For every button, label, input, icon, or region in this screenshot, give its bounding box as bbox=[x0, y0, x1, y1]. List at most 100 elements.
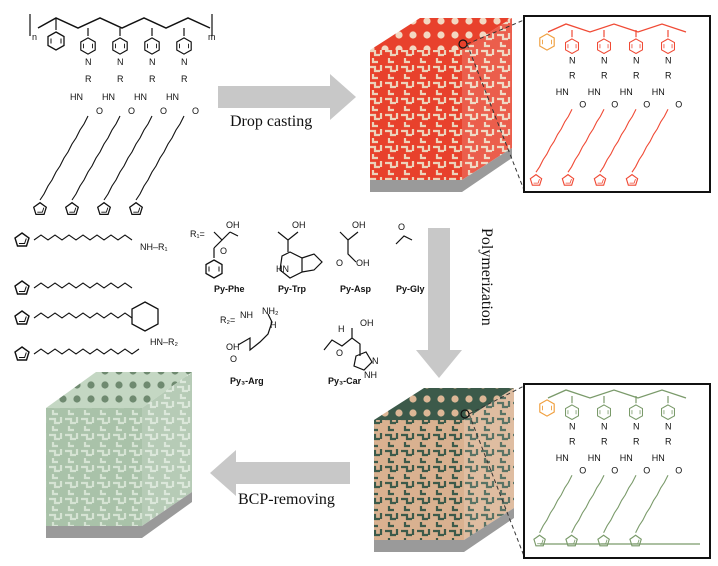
green-pendant-2-o: O bbox=[643, 465, 650, 475]
o-arg: O bbox=[230, 354, 237, 364]
red-pendant-2-o: O bbox=[643, 99, 650, 109]
black-pendant-1-o: O bbox=[128, 106, 135, 116]
green-pendant-2-hn: HN bbox=[620, 453, 633, 463]
red-pendant-2-n: N bbox=[633, 55, 640, 65]
oh-car: OH bbox=[360, 318, 374, 328]
monomer-chain-1-pyrrole bbox=[14, 232, 30, 247]
zoom-lines-bottom bbox=[468, 385, 525, 557]
red-pendant-1-n: N bbox=[601, 55, 608, 65]
green-pendant-0-r: R bbox=[569, 437, 576, 447]
black-pendant-3-r: R bbox=[181, 74, 188, 84]
red-pendant-2-r: R bbox=[633, 71, 640, 81]
py-phe-label: Py-Phe bbox=[214, 284, 245, 294]
red-pendant-3-n: N bbox=[665, 55, 672, 65]
black-pendant-2-o: O bbox=[160, 106, 167, 116]
monomer-chain-2 bbox=[33, 282, 133, 289]
black-pendant-3-hn: HN bbox=[166, 92, 179, 102]
o-phe: O bbox=[220, 246, 227, 256]
green-pendant-1-o: O bbox=[611, 465, 618, 475]
zoom-lines-top bbox=[466, 19, 525, 191]
green-pendant-2-r: R bbox=[633, 437, 640, 447]
bcp-removing-arrow: BCP-removing bbox=[210, 450, 350, 508]
green-pendant-1-n: N bbox=[601, 421, 608, 431]
monomer-chain-1 bbox=[33, 234, 133, 241]
film-cube-porous bbox=[46, 372, 192, 538]
red-pendant-2-hn: HN bbox=[620, 87, 633, 97]
red-pendant-0-o: O bbox=[579, 99, 586, 109]
monomer-chain-3-pyrrole bbox=[14, 310, 30, 325]
nh-car: NH bbox=[364, 370, 377, 380]
green-pendant-0-o: O bbox=[579, 465, 586, 475]
black-pendant-0-o: O bbox=[96, 106, 103, 116]
polymerization-arrow: Polymerization bbox=[416, 228, 495, 378]
subscript-n: n bbox=[32, 32, 37, 42]
green-pendant-0-hn: HN bbox=[556, 453, 569, 463]
black-pendant-1-n: N bbox=[117, 57, 124, 67]
green-pendant-0-n: N bbox=[569, 421, 576, 431]
red-pendant-3-hn: HN bbox=[652, 87, 665, 97]
polymerization-label: Polymerization bbox=[478, 228, 495, 326]
o-asp: O bbox=[336, 258, 343, 268]
hn-r2-label: HN–R₂ bbox=[150, 337, 179, 347]
py-gly-label: Py-Gly bbox=[396, 284, 425, 294]
oh-arg: OH bbox=[226, 342, 240, 352]
red-pendant-0-r: R bbox=[569, 71, 576, 81]
green-pendant-1-hn: HN bbox=[588, 453, 601, 463]
red-pendant-1-hn: HN bbox=[588, 87, 601, 97]
monomer-chain-4 bbox=[33, 348, 140, 355]
hn-trp: HN bbox=[276, 264, 289, 274]
green-pendant-1-r: R bbox=[601, 437, 608, 447]
black-pendant-1-hn: HN bbox=[102, 92, 115, 102]
black-pendant-3-n: N bbox=[181, 57, 188, 67]
red-pendant-3-o: O bbox=[675, 99, 682, 109]
bcp-removing-label: BCP-removing bbox=[238, 491, 335, 508]
py3-arg-label: Py₃-Arg bbox=[230, 376, 264, 386]
film-cube-polymerized bbox=[374, 388, 514, 552]
oh-asp-2: OH bbox=[356, 258, 370, 268]
o-car: O bbox=[336, 348, 343, 358]
r2-label: R₂= bbox=[220, 315, 235, 325]
red-pendant-1-r: R bbox=[601, 71, 608, 81]
black-pendant-0-hn: HN bbox=[70, 92, 83, 102]
black-pendant-2-r: R bbox=[149, 74, 156, 84]
black-pendant-2-hn: HN bbox=[134, 92, 147, 102]
drop-casting-arrow: Drop casting bbox=[218, 74, 356, 130]
h-car: H bbox=[338, 324, 345, 334]
black-pendant-0-n: N bbox=[85, 57, 92, 67]
n-car: N bbox=[372, 356, 379, 366]
py-trp-label: Py-Trp bbox=[278, 284, 307, 294]
green-pendant-3-hn: HN bbox=[652, 453, 665, 463]
oh-trp: OH bbox=[292, 220, 306, 230]
monomer-chain-2-pyrrole bbox=[14, 280, 30, 295]
py3-car-label: Py₃-Car bbox=[328, 376, 362, 386]
drop-casting-label: Drop casting bbox=[230, 113, 312, 130]
monomer-chain-3 bbox=[33, 312, 133, 319]
black-pendant-0-r: R bbox=[85, 74, 92, 84]
film-cube-as-cast bbox=[370, 18, 512, 192]
monomer-chain-4-pyrrole bbox=[14, 346, 30, 361]
red-pendant-0-hn: HN bbox=[556, 87, 569, 97]
nh2-arg: NH₂ bbox=[262, 306, 279, 316]
r1-label: R₁= bbox=[190, 229, 205, 239]
green-pendant-3-n: N bbox=[665, 421, 672, 431]
green-pendant-2-n: N bbox=[633, 421, 640, 431]
monomer-structures: NH–R₁ HN–R₂ R₁= R₂= OH O Py-Phe OH HN Py… bbox=[14, 220, 425, 386]
subscript-m: m bbox=[208, 32, 216, 42]
red-pendant-0-n: N bbox=[569, 55, 576, 65]
o-gly: O bbox=[398, 222, 405, 232]
red-pendant-3-r: R bbox=[665, 71, 672, 81]
nh-arg: NH bbox=[240, 310, 253, 320]
oh-phe: OH bbox=[226, 220, 240, 230]
h-arg: H bbox=[270, 320, 277, 330]
green-pendant-3-r: R bbox=[665, 437, 672, 447]
green-pendant-3-o: O bbox=[675, 465, 682, 475]
red-pendant-1-o: O bbox=[611, 99, 618, 109]
oh-asp-1: OH bbox=[352, 220, 366, 230]
black-pendant-1-r: R bbox=[117, 74, 124, 84]
black-pendant-2-n: N bbox=[149, 57, 156, 67]
black-pendant-3-o: O bbox=[192, 106, 199, 116]
